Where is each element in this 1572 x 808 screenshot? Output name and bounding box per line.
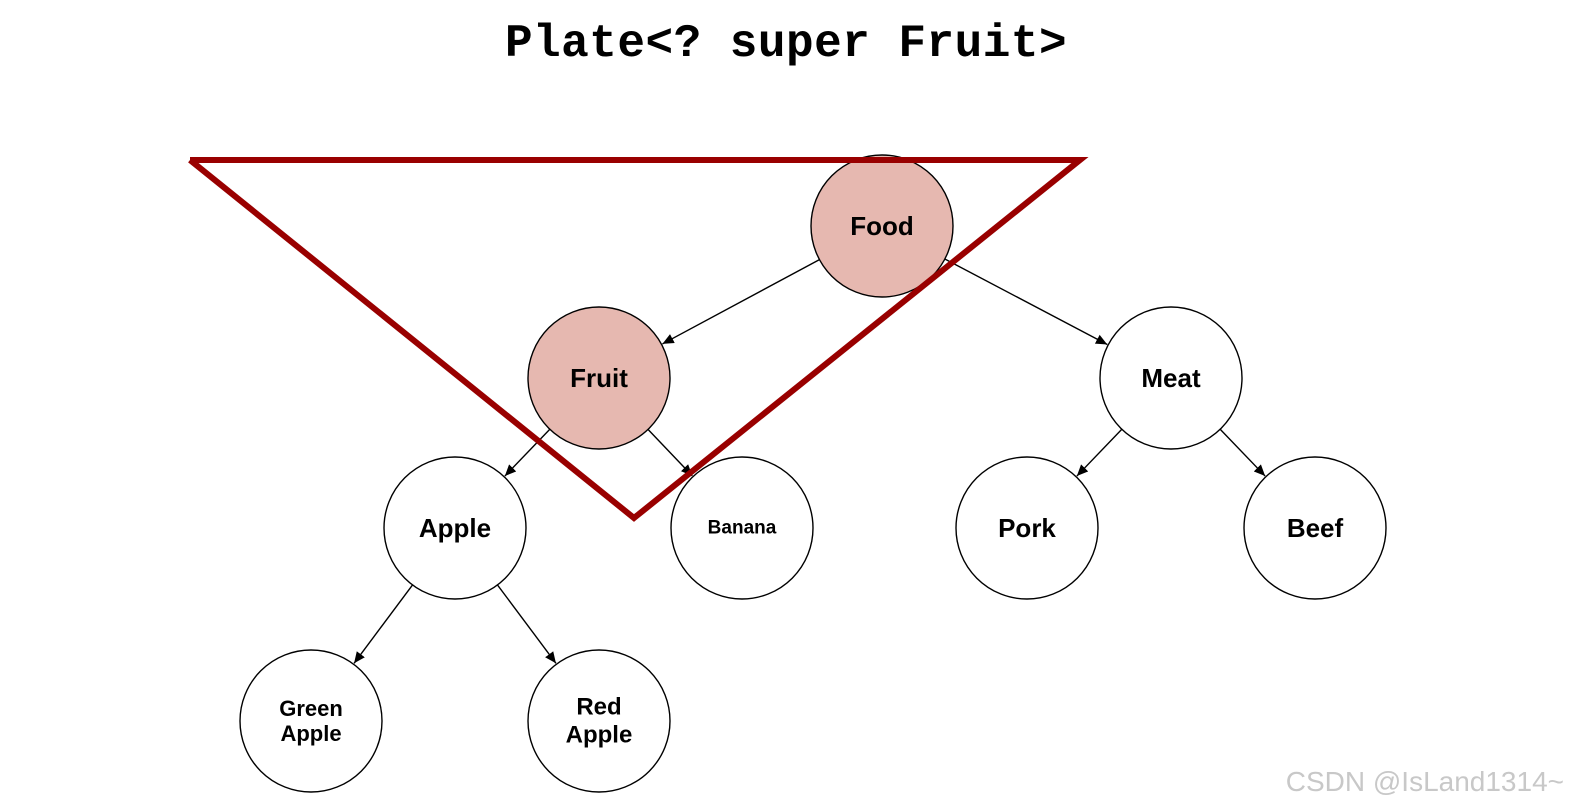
node-label-fruit: Fruit [570, 363, 628, 393]
watermark: CSDN @IsLand1314~ [1285, 766, 1564, 797]
node-label-green-apple-line-1: Green [279, 696, 343, 721]
node-label-banana: Banana [708, 518, 777, 539]
node-circle-red-apple [527, 649, 671, 793]
node-food: Food [810, 154, 954, 298]
node-pork: Pork [955, 456, 1099, 600]
super-bound-triangle [188, 157, 1089, 522]
node-label-red-apple-line-2: Apple [566, 721, 633, 748]
edge-meat-to-beef [1219, 428, 1266, 477]
node-label-meat: Meat [1141, 363, 1201, 393]
node-fruit: Fruit [527, 306, 671, 450]
node-apple: Apple [383, 456, 527, 600]
node-label-green-apple-line-2: Apple [280, 721, 341, 746]
node-banana: Banana [670, 456, 814, 600]
node-circle-banana [670, 456, 814, 600]
node-label-beef: Beef [1287, 513, 1344, 543]
node-circle-food [810, 154, 954, 298]
diagram-title: Plate<? super Fruit> [504, 18, 1068, 70]
node-beef: Beef [1243, 456, 1387, 600]
edge-fruit-to-banana [647, 428, 693, 477]
edge-food-to-fruit [662, 258, 820, 345]
node-circle-pork [955, 456, 1099, 600]
node-circle-green-apple [239, 649, 383, 793]
node-label-food: Food [850, 211, 914, 241]
edge-apple-to-green-apple [353, 584, 414, 664]
node-label-pork: Pork [998, 513, 1056, 543]
edges-layer [353, 258, 1266, 664]
node-label-apple: Apple [419, 513, 491, 543]
node-circle-beef [1243, 456, 1387, 600]
node-label-red-apple-line-1: Red [576, 694, 621, 721]
edge-fruit-to-apple [504, 428, 551, 477]
edge-meat-to-pork [1076, 428, 1123, 477]
node-circle-apple [383, 456, 527, 600]
node-circle-meat [1099, 306, 1243, 450]
node-circle-fruit [527, 306, 671, 450]
edge-apple-to-red-apple [496, 584, 557, 664]
edge-food-to-meat [944, 258, 1108, 346]
node-meat: Meat [1099, 306, 1243, 450]
